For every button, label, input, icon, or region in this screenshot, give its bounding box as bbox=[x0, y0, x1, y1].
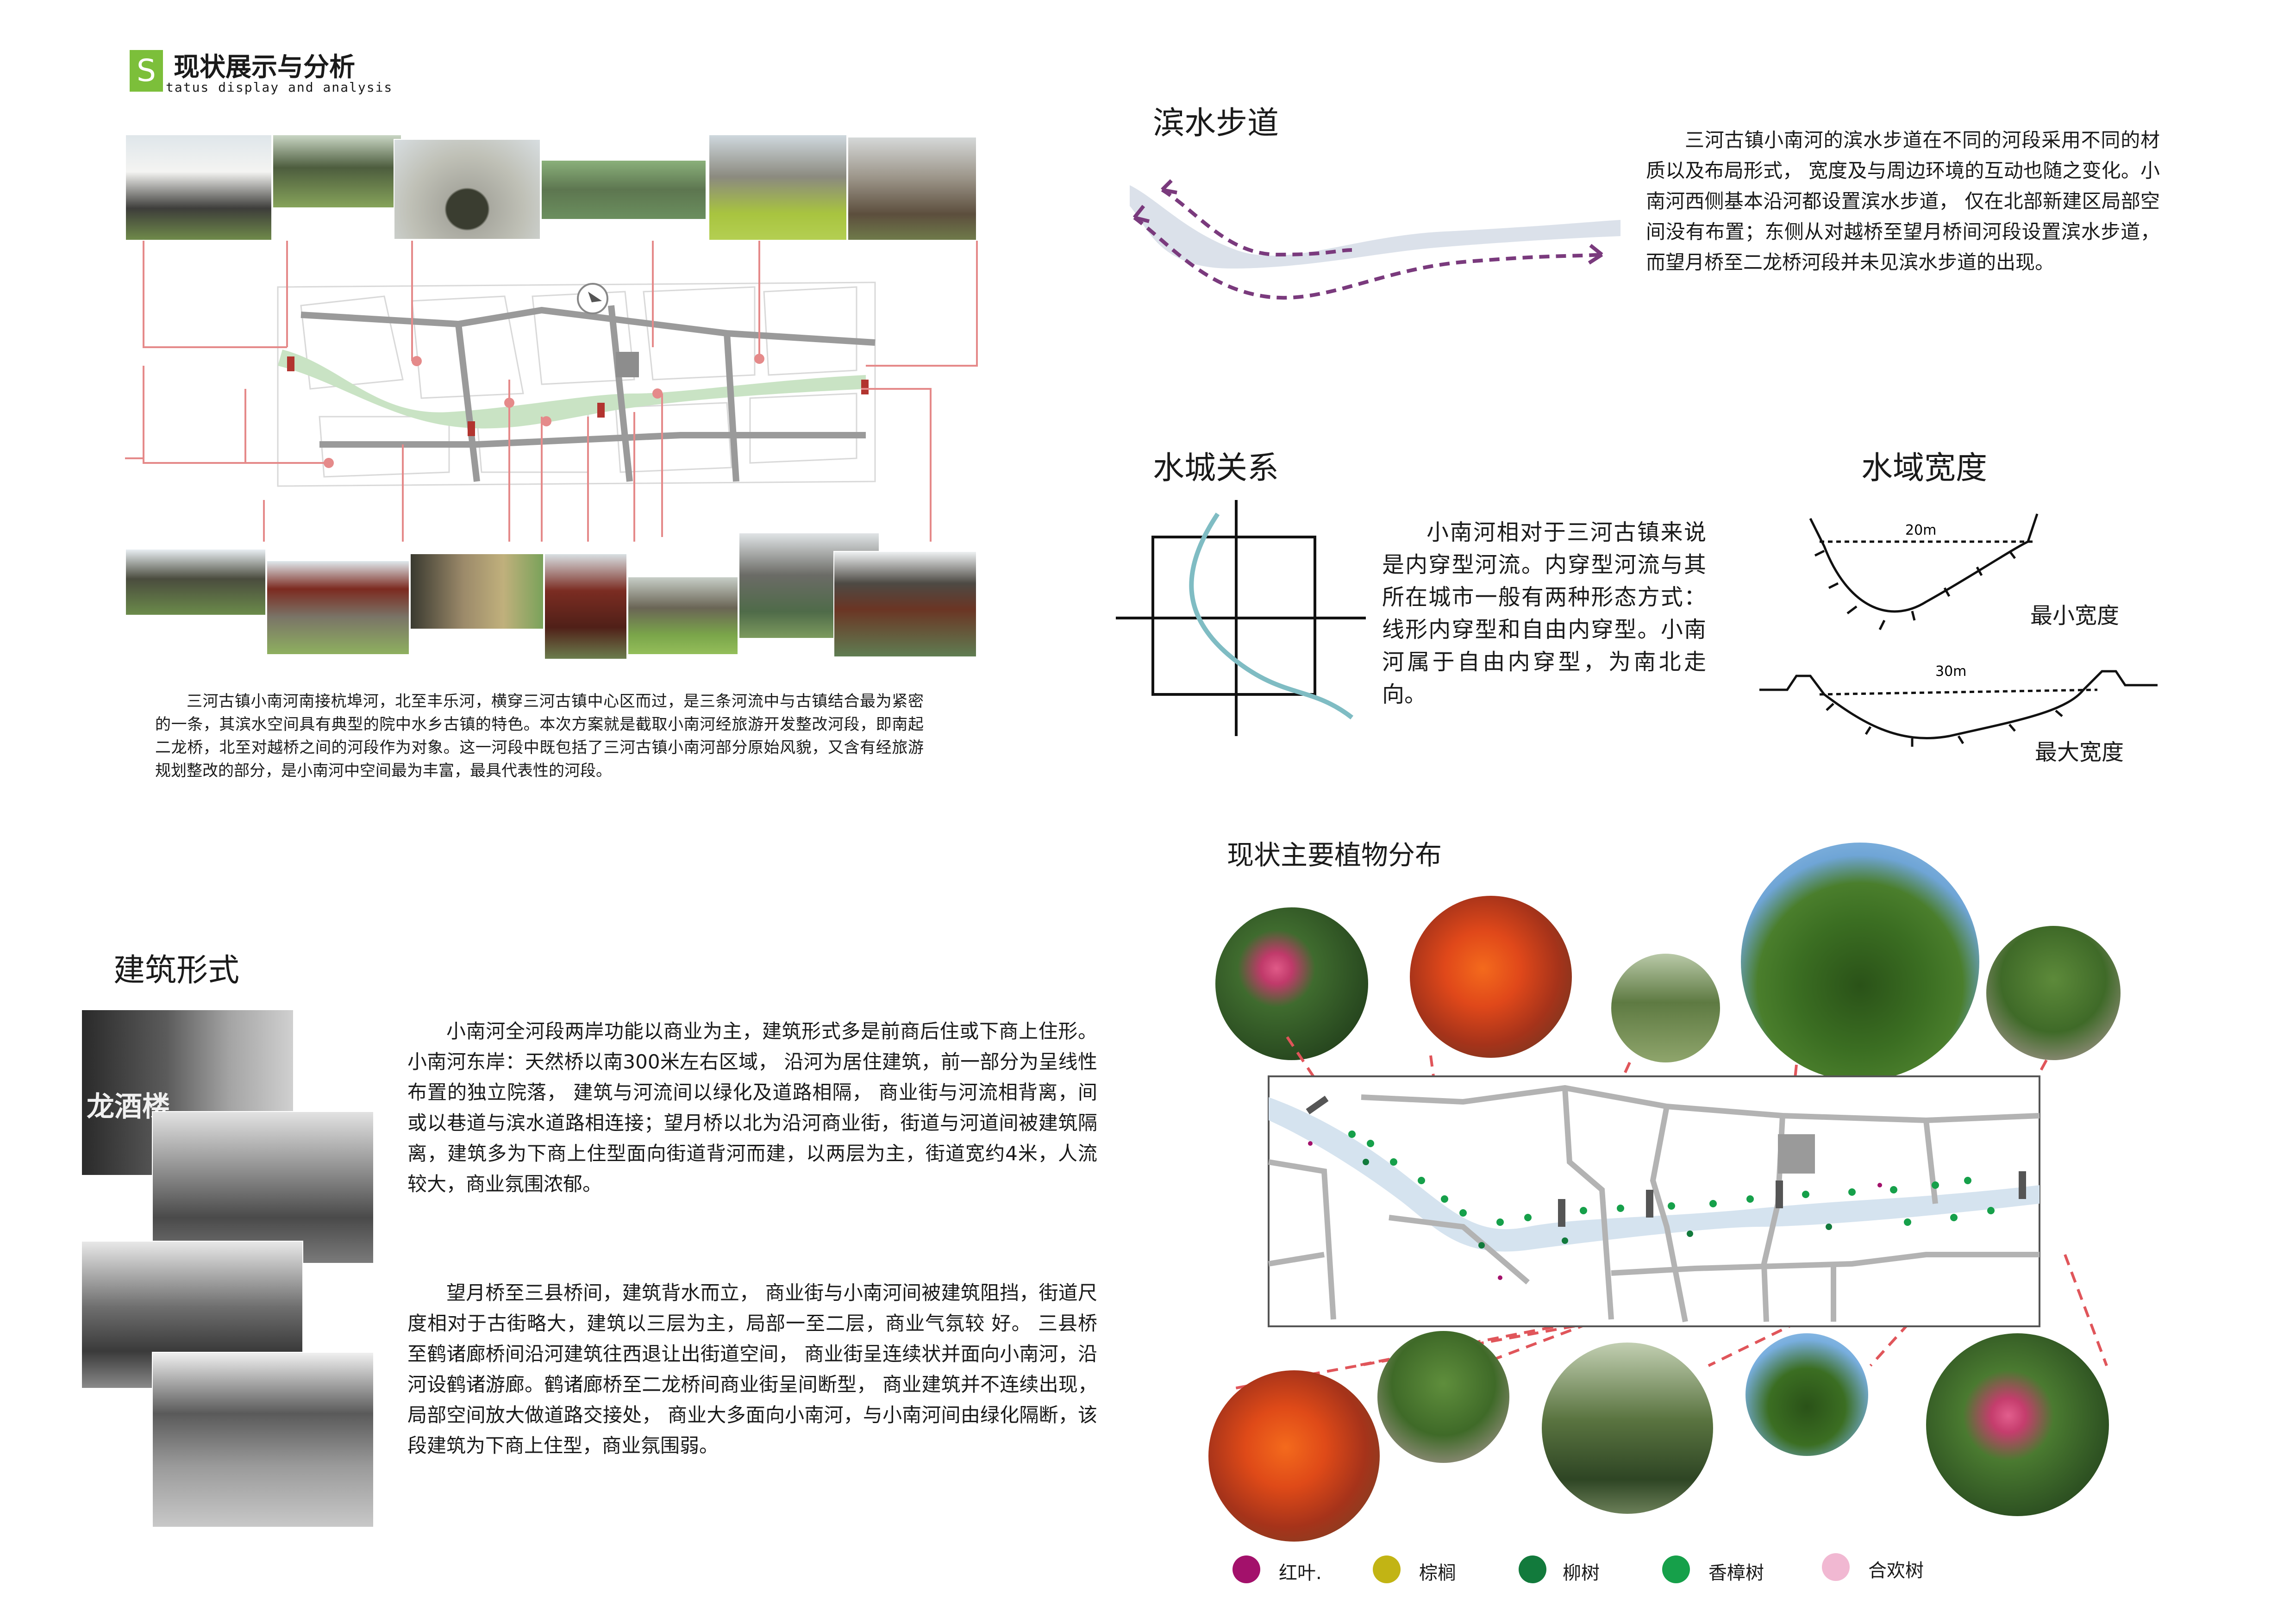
water-city-title: 水城关系 bbox=[1153, 450, 1279, 487]
photo-park-sculpture bbox=[627, 576, 738, 655]
map-bridges bbox=[1306, 1095, 2026, 1227]
photo-covered-bridge bbox=[272, 134, 402, 208]
city-boundary bbox=[1151, 536, 1316, 696]
map-main-roads bbox=[300, 305, 876, 482]
map-red-leaf-markers bbox=[1308, 1141, 1882, 1280]
west-walkway-path bbox=[1133, 216, 1602, 300]
page-subtitle: tatus display and analysis bbox=[166, 80, 393, 95]
max-width-section bbox=[1759, 670, 2158, 747]
page-title: 现状展示与分析 bbox=[174, 52, 355, 82]
arrow-east-icon bbox=[1588, 244, 1603, 265]
plant-circle-red-maple-2 bbox=[1208, 1370, 1380, 1542]
east-walkway-path bbox=[1161, 188, 1352, 257]
plant-circle-camphor-2 bbox=[1377, 1331, 1509, 1463]
plant-circle-red-maple-1 bbox=[1410, 896, 1572, 1058]
plants-title: 现状主要植物分布 bbox=[1227, 839, 1442, 871]
map-camphor-markers bbox=[1348, 1131, 1995, 1226]
legend-red-leaf-swatch bbox=[1232, 1555, 1260, 1583]
water-width-diagram: 20m 30m bbox=[1759, 513, 2158, 747]
photo-pavilion-gate bbox=[125, 549, 266, 616]
architecture-paragraph-1: 小南河全河段两岸功能以商业为主，建筑形式多是前商后住或下商上住形。 小南河东岸：… bbox=[407, 1020, 1097, 1195]
architecture-title: 建筑形式 bbox=[113, 952, 240, 989]
legend-palm-swatch bbox=[1373, 1555, 1401, 1583]
plant-circle-palm-2 bbox=[1745, 1333, 1868, 1456]
legend-palm-label: 棕榈 bbox=[1419, 1562, 1456, 1584]
map-plaza bbox=[1778, 1134, 1815, 1174]
water-city-diagram bbox=[1116, 500, 1366, 736]
plant-circle-mimosa-1 bbox=[1215, 907, 1368, 1060]
water-city-paragraph: 小南河相对于三河古镇来说是内穿型河流。内穿型河流与其所在城市一般有两种形态方式：… bbox=[1382, 519, 1706, 707]
map-roads bbox=[1268, 1085, 2040, 1323]
map-river bbox=[1269, 1097, 2039, 1252]
waterfront-title: 滨水步道 bbox=[1153, 105, 1279, 142]
min-width-label: 最小宽度 bbox=[2030, 603, 2120, 629]
legend-camphor-label: 香樟树 bbox=[1708, 1562, 1764, 1584]
arrow-nw-icon bbox=[1161, 179, 1177, 194]
legend-mimosa-swatch bbox=[1822, 1553, 1850, 1581]
water-width-title: 水域宽度 bbox=[1861, 450, 1988, 487]
legend-mimosa-label: 合欢树 bbox=[1868, 1560, 1924, 1581]
photo-street-houses bbox=[152, 1111, 374, 1264]
plant-circle-mimosa-2 bbox=[1926, 1333, 2109, 1516]
plant-circle-willow-2 bbox=[1542, 1343, 1713, 1514]
max-width-dimension: 30m bbox=[1935, 663, 1966, 680]
photo-gray-pavilion bbox=[152, 1352, 374, 1528]
waterfront-paragraph: 三河古镇小南河的滨水步道在不同的河段采用不同的材质以及布局形式， 宽度及与周边环… bbox=[1646, 129, 2160, 274]
photo-pagoda-tower bbox=[544, 553, 627, 660]
legend-red-leaf-label: 红叶. bbox=[1279, 1562, 1322, 1584]
river-line bbox=[1189, 512, 1354, 719]
plant-circle-palm-1 bbox=[1741, 843, 1979, 1081]
north-arrow-pointer bbox=[588, 292, 602, 302]
plant-circle-willow-1 bbox=[1611, 954, 1720, 1062]
waterfront-walkway-diagram bbox=[1130, 179, 1620, 300]
map-bridge-markers bbox=[287, 356, 869, 436]
min-width-section bbox=[1809, 513, 2039, 631]
max-width-label: 最大宽度 bbox=[2035, 739, 2124, 765]
min-width-dimension: 20m bbox=[1905, 522, 1936, 538]
legend-willow-swatch bbox=[1519, 1555, 1546, 1583]
photo-arch-bridge-1 bbox=[394, 139, 541, 240]
river-site-map bbox=[125, 241, 982, 556]
plant-circle-camphor-1 bbox=[1986, 926, 2121, 1060]
legend-willow-label: 柳树 bbox=[1563, 1562, 1600, 1584]
section-logo: S bbox=[130, 50, 163, 92]
plant-distribution-map bbox=[1231, 1036, 2108, 1390]
arrow-sw-icon bbox=[1132, 205, 1150, 223]
river-green-band bbox=[278, 350, 866, 429]
photo-red-pavilion bbox=[266, 560, 410, 655]
photo-chinese-pavilion bbox=[833, 551, 977, 657]
map-plaza bbox=[616, 352, 639, 377]
legend-camphor-swatch bbox=[1662, 1555, 1690, 1583]
map-willow-markers bbox=[1363, 1159, 1832, 1249]
leader-endpoints bbox=[324, 354, 764, 468]
river-shape bbox=[1130, 185, 1620, 269]
photo-corridor bbox=[410, 553, 544, 630]
photo-arch-bridge-2 bbox=[541, 160, 707, 220]
architecture-paragraph-2: 望月桥至三县桥间，建筑背水而立， 商业街与小南河间被建筑阻挡，街道尺度相对于古街… bbox=[407, 1281, 1097, 1457]
photo-leader-lines bbox=[125, 241, 978, 542]
photo-tall-building bbox=[847, 137, 977, 241]
intro-paragraph: 三河古镇小南河南接杭埠河，北至丰乐河，横穿三河古镇中心区而过，是三条河流中与古镇… bbox=[155, 692, 924, 780]
photo-stone-bridge bbox=[708, 134, 847, 241]
photo-white-house bbox=[125, 134, 272, 241]
